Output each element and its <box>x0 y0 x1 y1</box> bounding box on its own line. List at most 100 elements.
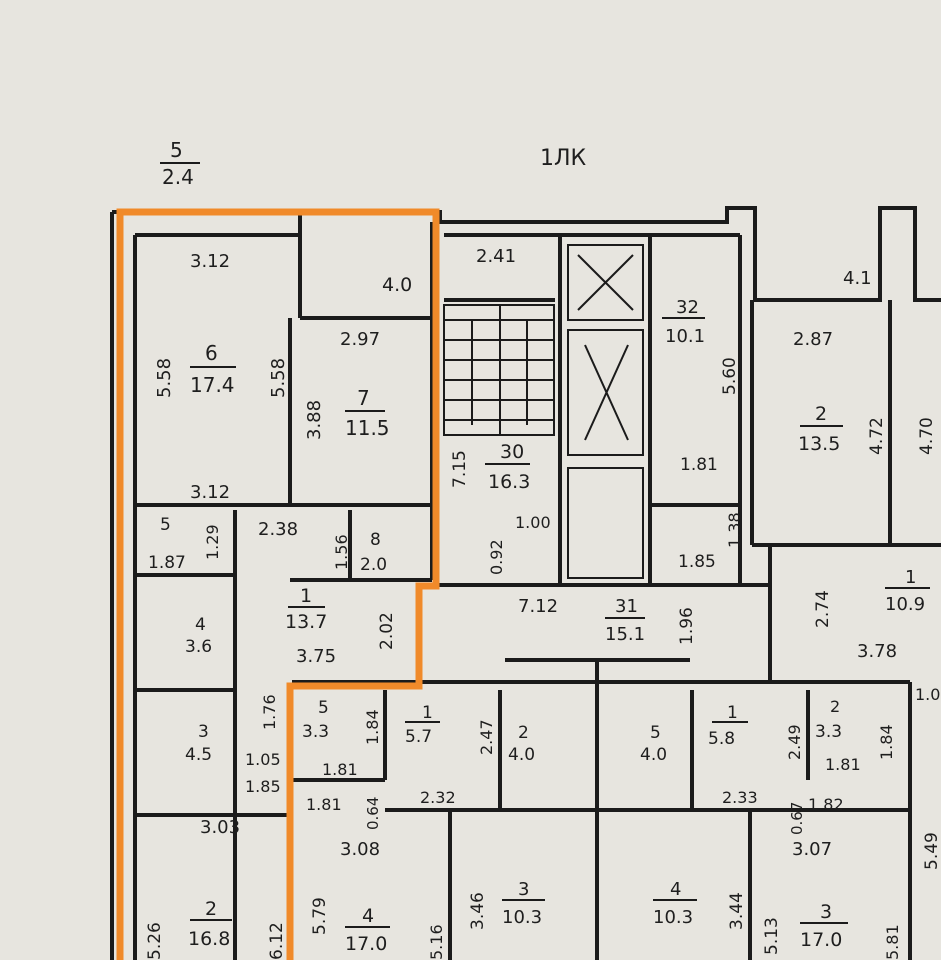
room-number: 6 <box>205 341 218 365</box>
room-number: 31 <box>615 596 638 617</box>
room-number: 32 <box>676 297 699 318</box>
room-30-stair-hall: 2.41 30 16.3 7.15 0.92 1.00 <box>450 246 551 575</box>
room-4-bedroom-b: 4 10.3 3.44 <box>653 879 747 930</box>
dimension-label: 1.81 <box>306 795 342 814</box>
dimension-label: 2.74 <box>813 590 833 628</box>
dimension-label: 3.44 <box>727 892 747 930</box>
room-area: 11.5 <box>345 416 390 440</box>
dimension-label: 1.96 <box>677 607 697 645</box>
room-area: 5.7 <box>405 727 432 747</box>
room-area: 3.6 <box>185 637 212 657</box>
dimension-label: 2.38 <box>258 519 298 540</box>
room-area: 10.1 <box>665 326 705 347</box>
room-number: 5 <box>650 723 661 743</box>
dimension-label: 1.00 <box>515 513 551 532</box>
room-1-hall-a: 1 5.7 2.47 2.32 <box>405 703 496 807</box>
room-number: 4 <box>670 879 681 900</box>
room-area: 4.0 <box>508 745 535 765</box>
dimension-label: 1.84 <box>877 724 896 760</box>
dimension-label: 2.41 <box>476 246 516 267</box>
dimension-label: 1.84 <box>363 709 382 745</box>
room-number: 2 <box>518 723 529 743</box>
dimension-label: 5.16 <box>427 924 446 960</box>
dimension-label: 7.12 <box>518 596 558 617</box>
room-3-bedroom-b: 3 10.3 3.46 <box>468 879 545 930</box>
dimension-label: 3.03 <box>200 817 240 838</box>
room-number: 7 <box>357 386 370 410</box>
room-area: 3.3 <box>302 722 329 742</box>
room-area: 4.0 <box>382 274 412 296</box>
dimension-label: 0.92 <box>487 539 506 575</box>
room-1-hall-b: 1 5.8 2.49 2.33 <box>708 703 804 807</box>
room-5-bath-b: 5 4.0 <box>640 723 667 765</box>
room-area: 2.0 <box>360 555 387 575</box>
room-number: 8 <box>370 530 381 550</box>
dimension-label: 1.81 <box>825 755 861 774</box>
dimension-label: 3.07 <box>792 839 832 860</box>
dimension-label: 3.88 <box>304 400 325 440</box>
dimension-label: 1.85 <box>678 552 716 572</box>
staircase <box>443 304 555 436</box>
dimension-label: 2.97 <box>340 329 380 350</box>
dimension-label: 2.33 <box>722 788 758 807</box>
room-area: 10.3 <box>653 907 693 928</box>
room-number: 3 <box>198 722 209 742</box>
room-balcony-right: 4.1 <box>843 268 872 289</box>
room-5: 5 1.87 1.29 <box>148 515 222 573</box>
room-area: 17.4 <box>190 373 235 397</box>
dimension-label: 2.47 <box>477 719 496 755</box>
dimension-label: 1.81 <box>680 455 718 475</box>
room-number: 4 <box>362 905 374 927</box>
dimension-label: 5.49 <box>922 832 941 870</box>
room-number: 1 <box>422 703 433 723</box>
room-number: 3 <box>518 879 529 900</box>
dimension-label: 1.38 <box>725 512 744 548</box>
room-1-hall: 2.38 1 13.7 3.75 2.02 <box>258 519 397 667</box>
core-walls <box>432 235 770 587</box>
right-apartments-walls <box>292 300 941 960</box>
edge-fragment-label: 1.0 <box>915 685 940 704</box>
room-number: 1 <box>727 703 738 723</box>
room-area: 10.3 <box>502 907 542 928</box>
dimension-label: 5.58 <box>154 358 175 398</box>
room-area: 16.3 <box>488 471 530 493</box>
room-5-storage: 5 3.3 1.84 1.81 <box>302 698 382 779</box>
room-area: 17.0 <box>800 929 842 951</box>
dimension-label: 5.58 <box>268 358 289 398</box>
room-4-bedroom-a: 1.81 0.64 3.08 4 17.0 5.79 5.16 <box>306 795 446 960</box>
dimension-label: 3.46 <box>468 892 488 930</box>
room-31-corridor: 7.12 31 15.1 1.96 <box>518 596 697 645</box>
room-number: 1 <box>905 567 916 588</box>
room-area: 15.1 <box>605 624 645 645</box>
room-4-bath: 4 3.6 <box>185 615 212 657</box>
dimension-label: 1.76 <box>260 694 279 730</box>
edge-fragment: 1.0 <box>915 685 940 704</box>
room-area: 17.0 <box>345 933 387 955</box>
dimension-label: 1.56 <box>332 534 351 570</box>
room-2-bath-a: 2 4.0 <box>508 723 535 765</box>
dimension-label: 4.72 <box>867 417 887 455</box>
room-3-bath: 3 4.5 1.76 1.05 1.85 <box>185 694 281 796</box>
corner-room-area: 2.4 <box>162 165 194 189</box>
dimension-label: 2.32 <box>420 788 456 807</box>
room-6: 3.12 6 17.4 5.58 5.58 3.12 <box>154 251 289 503</box>
room-number: 3 <box>820 901 832 923</box>
room-area: 16.8 <box>188 928 230 950</box>
room-balcony-left: 4.0 <box>382 274 412 296</box>
room-number: 5 <box>318 698 329 718</box>
dimension-label: 1.82 <box>808 795 844 814</box>
room-area: 4.5 <box>185 745 212 765</box>
room-2-right: 2.87 2 13.5 4.72 4.70 <box>793 329 937 455</box>
dimension-label: 3.75 <box>296 646 336 667</box>
room-number: 5 <box>160 515 171 535</box>
section-code: 1ЛК <box>540 146 587 171</box>
room-number: 4 <box>195 615 206 635</box>
room-area: 4.0 <box>640 745 667 765</box>
dimension-label: 2.02 <box>377 612 397 650</box>
room-area: 4.1 <box>843 268 872 289</box>
dimension-label: 2.87 <box>793 329 833 350</box>
dimension-label: 1.05 <box>245 750 281 769</box>
dimension-label: 0.67 <box>788 802 806 835</box>
dimension-label: 3.78 <box>857 641 897 662</box>
